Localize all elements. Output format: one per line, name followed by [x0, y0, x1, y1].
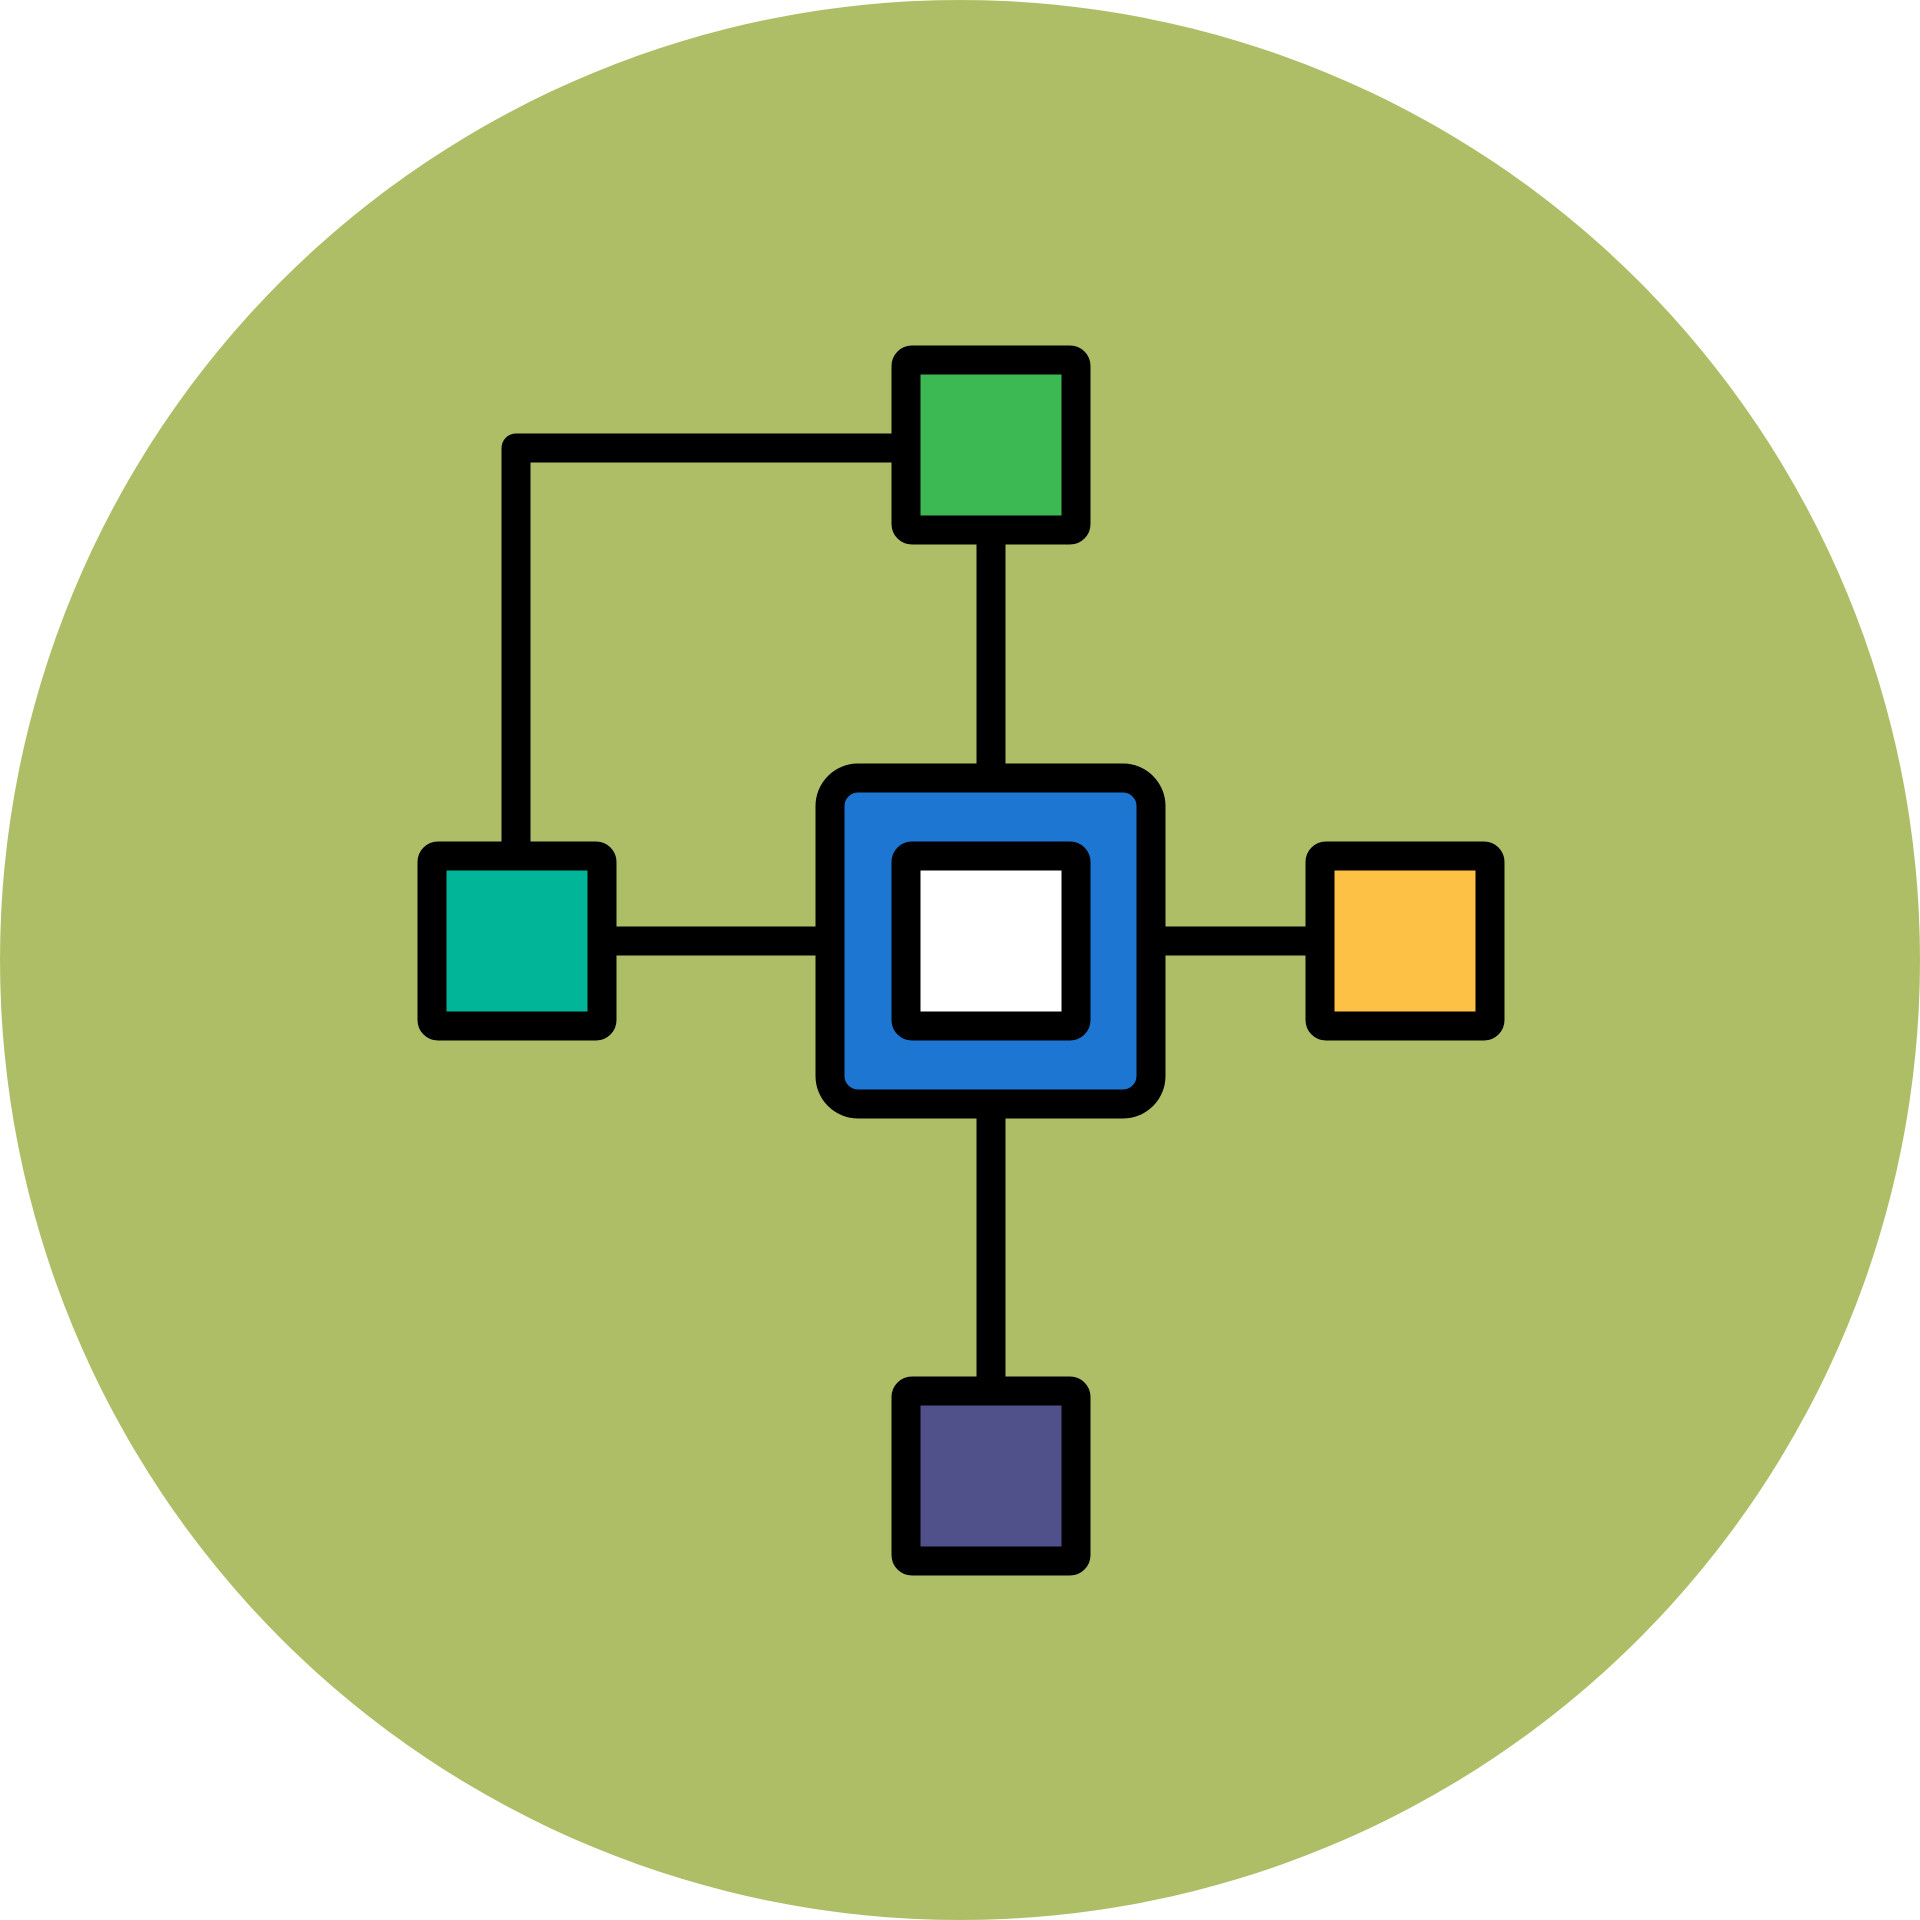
top-node: [891, 345, 1091, 545]
bottom-node: [891, 1376, 1091, 1576]
left-node: [417, 841, 617, 1041]
center-node-inner: [891, 841, 1091, 1041]
connector-elbow: [501, 433, 900, 842]
right-node: [1305, 841, 1505, 1041]
connector-lines: [501, 433, 1320, 1391]
